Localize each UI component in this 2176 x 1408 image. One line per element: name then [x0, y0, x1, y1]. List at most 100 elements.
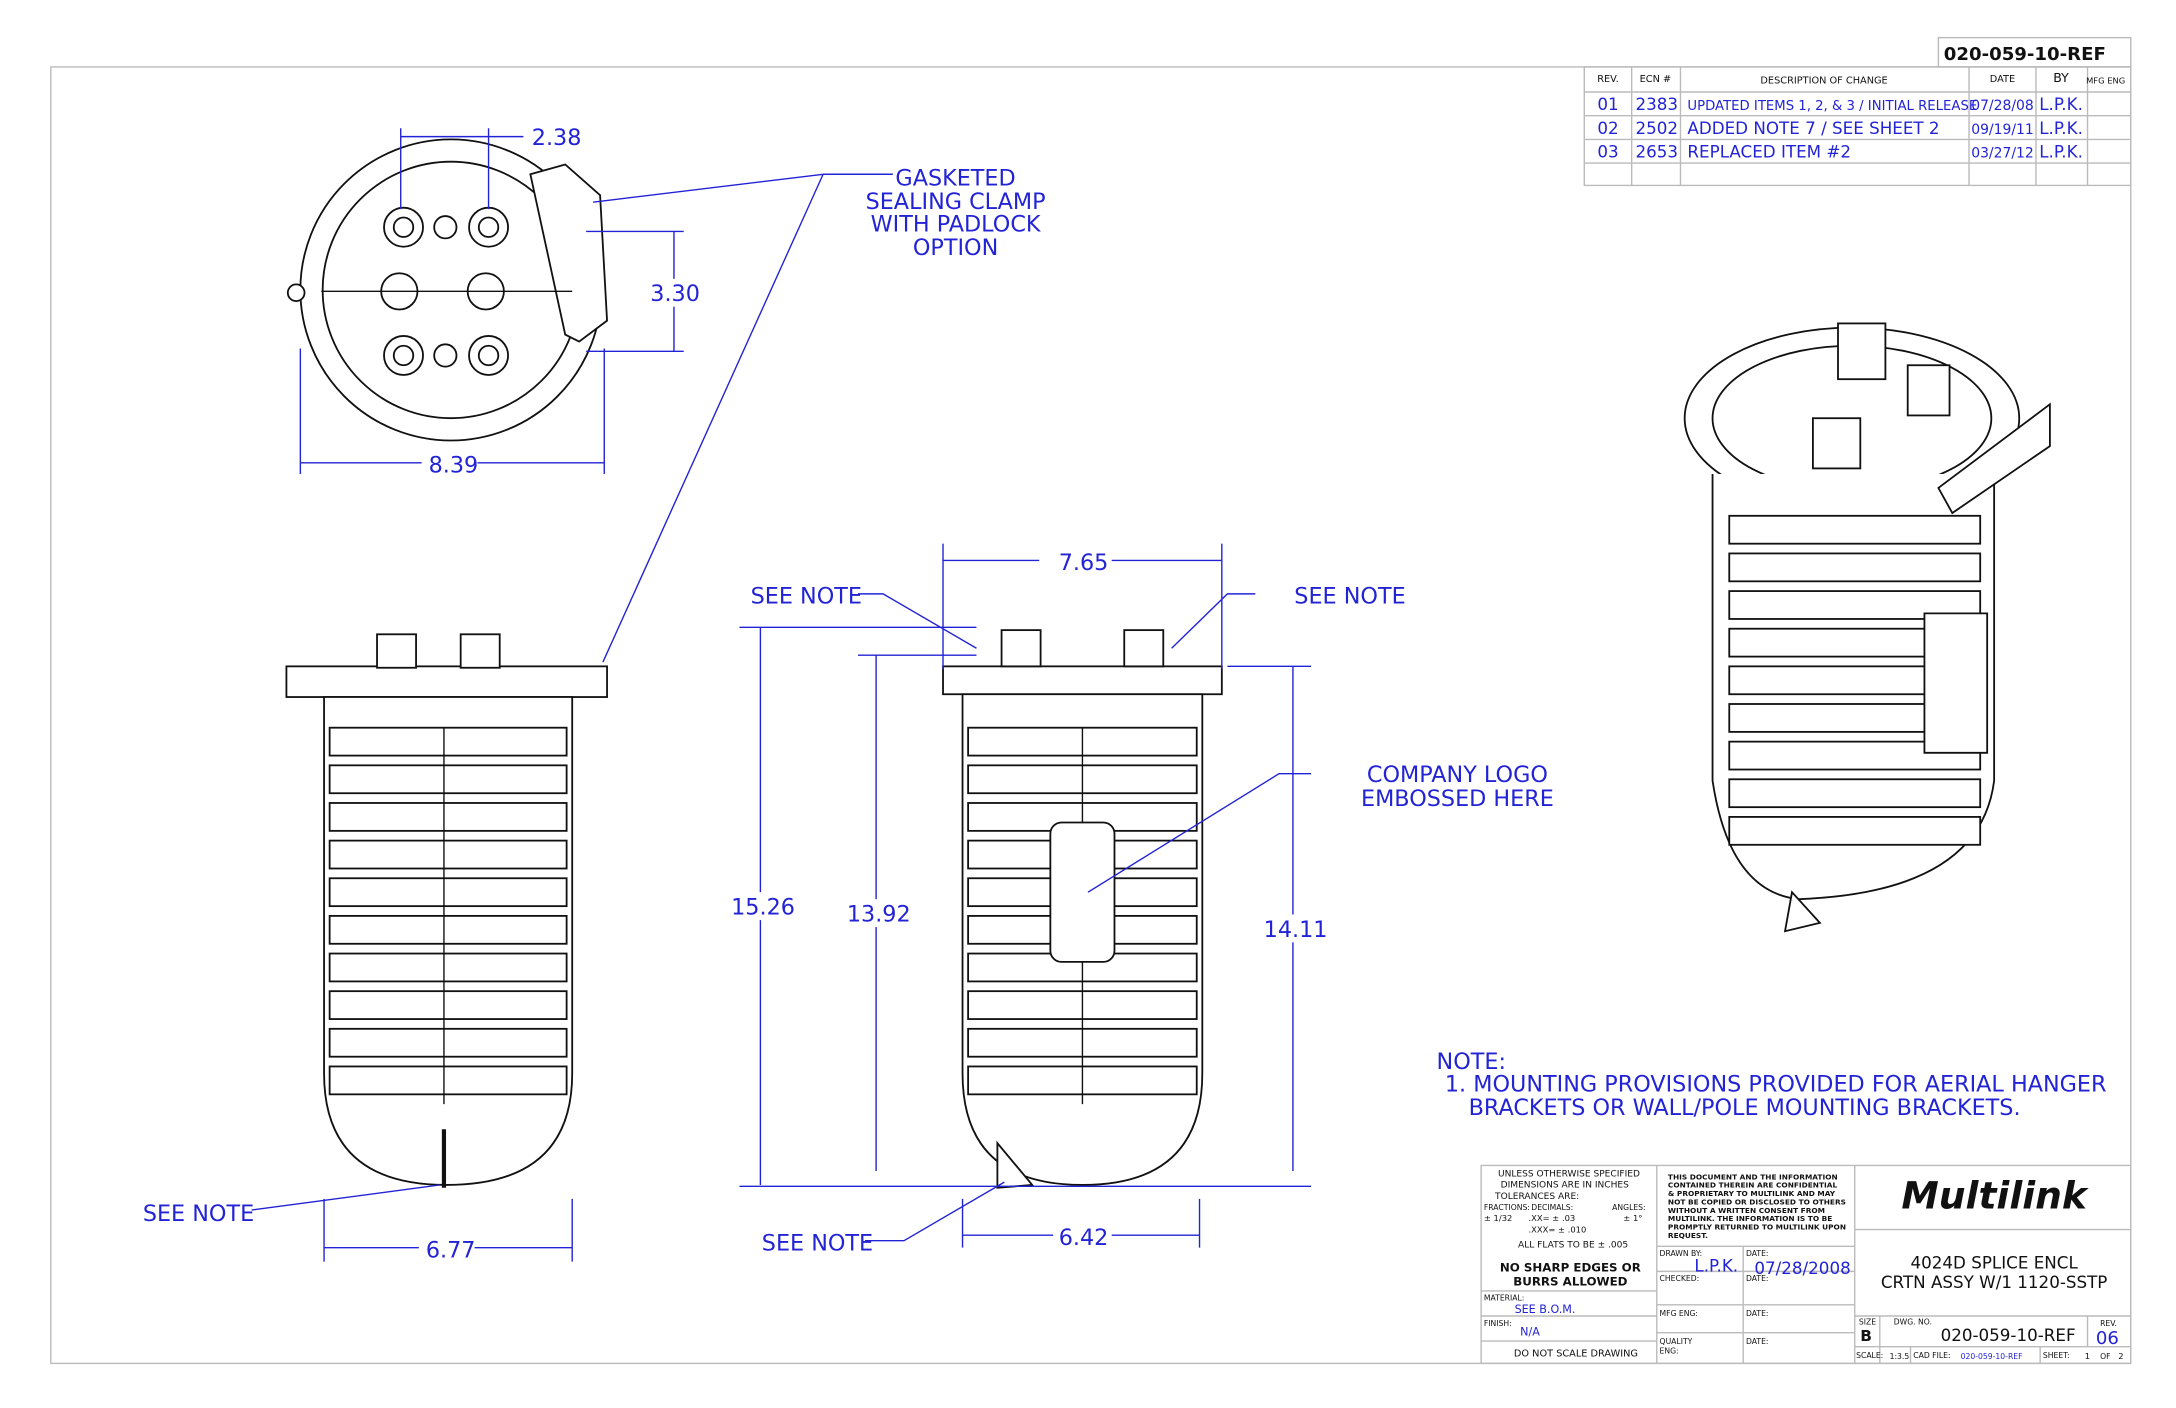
quality-label: ENG: [1660, 1347, 1679, 1356]
fractions-value: ± 1/32 [1484, 1213, 1512, 1223]
note-line: BRACKETS OR WALL/POLE MOUNTING BRACKETS. [1469, 1095, 2021, 1121]
cage-rib [328, 764, 568, 795]
side-view [285, 633, 608, 1188]
date-label: DATE: [1746, 1249, 1769, 1258]
ecn-cell: 2653 [1635, 142, 1678, 162]
front-view [942, 629, 1223, 1189]
note-line: 1. MOUNTING PROVISIONS PROVIDED FOR AERI… [1445, 1072, 2107, 1098]
dim-2-38: 2.38 [532, 125, 582, 151]
dim-13-92: 13.92 [847, 901, 911, 927]
checked-label: CHECKED: [1660, 1274, 1700, 1283]
confidential-line: & PROPRIETARY TO MULTILINK AND MAY [1668, 1189, 1836, 1198]
dim-8-39: 8.39 [429, 453, 479, 479]
sharp-edges-text: BURRS ALLOWED [1513, 1274, 1627, 1288]
top-view-dimensions: 2.38 3.30 8.39 [299, 125, 701, 479]
dim-6-42: 6.42 [1059, 1225, 1109, 1251]
date-header: DATE [1990, 74, 2015, 85]
revision-row: 02 2502 ADDED NOTE 7 / SEE SHEET 2 09/19… [1597, 118, 2083, 138]
date-cell: 03/27/12 [1971, 146, 2034, 162]
cad-file-label: CAD FILE: [1913, 1351, 1950, 1360]
sharp-edges-text: NO SHARP EDGES OR [1500, 1260, 1641, 1274]
logo-callout: EMBOSSED HERE [1361, 786, 1554, 812]
cage-rib [328, 726, 568, 757]
cage-rib [328, 1065, 568, 1096]
tolerance-text: UNLESS OTHERWISE SPECIFIED [1498, 1170, 1640, 1180]
material-value: SEE B.O.M. [1515, 1303, 1576, 1316]
isometric-view [1683, 322, 2051, 933]
see-note-label: SEE NOTE [1294, 584, 1405, 610]
cad-file-value: 020-059-10-REF [1961, 1352, 2023, 1361]
logo-callout: COMPANY LOGO [1367, 762, 1548, 788]
by-header: BY [2053, 70, 2069, 85]
finish-label: FINISH: [1484, 1319, 1512, 1328]
rev-header: REV. [1597, 74, 1618, 85]
description-cell: UPDATED ITEMS 1, 2, & 3 / INITIAL RELEAS… [1687, 99, 1977, 114]
angles-label: ANGLES: [1612, 1203, 1645, 1212]
dim-6-77: 6.77 [426, 1237, 476, 1263]
drawn-date: 07/28/2008 [1754, 1258, 1850, 1278]
rev-cell: 02 [1597, 118, 1618, 138]
decimals-xx: .XX= ± .03 [1529, 1213, 1576, 1223]
do-not-scale: DO NOT SCALE DRAWING [1514, 1348, 1638, 1359]
date-label: DATE: [1746, 1309, 1769, 1318]
cage-rib [328, 952, 568, 983]
see-note-label: SEE NOTE [762, 1230, 873, 1256]
cage-rib [1728, 552, 1982, 583]
drawn-by-label: DRAWN BY: [1660, 1249, 1703, 1258]
revision-row: 01 2383 UPDATED ITEMS 1, 2, & 3 / INITIA… [1597, 94, 2083, 114]
sheet-number: 1 [2085, 1351, 2090, 1361]
sheet-label: SHEET: [2043, 1351, 2070, 1360]
drawing-number: 020-059-10-REF [1944, 44, 2106, 65]
flats-text: ALL FLATS TO BE ± .005 [1518, 1241, 1628, 1251]
ecn-cell: 2502 [1635, 118, 1678, 138]
ecn-header: ECN # [1640, 74, 1672, 85]
angles-value: ± 1° [1623, 1213, 1642, 1223]
rev-cell: 03 [1597, 142, 1618, 162]
scale-label: SCALE: [1856, 1351, 1883, 1360]
size-label: SIZE [1859, 1317, 1876, 1326]
confidential-line: WITHOUT A WRITTEN CONSENT FROM [1668, 1206, 1825, 1215]
confidential-line: CONTAINED THEREIN ARE CONFIDENTIAL [1668, 1181, 1838, 1190]
date-label: DATE: [1746, 1337, 1769, 1346]
decimals-label: DECIMALS: [1531, 1203, 1573, 1212]
top-view [286, 138, 608, 442]
rev-cell: 01 [1597, 94, 1618, 114]
drawing-title: 4024D SPLICE ENCL [1910, 1253, 2078, 1273]
cage-rib [1728, 514, 1982, 545]
cage-rib [328, 839, 568, 870]
tolerance-text: DIMENSIONS ARE IN INCHES [1501, 1181, 1629, 1191]
see-note-label: SEE NOTE [751, 584, 862, 610]
general-note: NOTE: 1. MOUNTING PROVISIONS PROVIDED FO… [1437, 1049, 2107, 1121]
tolerance-text: TOLERANCES ARE: [1494, 1192, 1579, 1202]
callout-line: SEALING CLAMP [866, 189, 1046, 215]
description-cell: REPLACED ITEM #2 [1687, 142, 1851, 162]
confidential-line: THIS DOCUMENT AND THE INFORMATION [1668, 1172, 1838, 1181]
gasketed-callout: GASKETED SEALING CLAMP WITH PADLOCK OPTI… [593, 165, 1046, 663]
dim-3-30: 3.30 [650, 281, 700, 307]
mfg-eng-header: MFG ENG [2086, 76, 2125, 86]
dim-7-65: 7.65 [1059, 550, 1109, 576]
date-cell: 09/19/11 [1971, 122, 2034, 138]
sheet-total: 2 [2118, 1351, 2123, 1361]
of-label: OF [2100, 1352, 2110, 1361]
side-view-dimensions: 6.77 SEE NOTE [143, 1184, 573, 1263]
by-cell: L.P.K. [2039, 94, 2083, 114]
note-title: NOTE: [1437, 1049, 1506, 1075]
dim-14-11: 14.11 [1264, 917, 1328, 943]
dim-15-26: 15.26 [731, 895, 795, 921]
decimals-xxx: .XXX= ± .010 [1529, 1224, 1587, 1234]
callout-line: OPTION [913, 235, 998, 261]
cage-rib [328, 990, 568, 1020]
drawing-title: CRTN ASSY W/1 1120-SSTP [1881, 1272, 2108, 1292]
description-cell: ADDED NOTE 7 / SEE SHEET 2 [1687, 118, 1939, 138]
confidential-line: PROMPTLY RETURNED TO MULTILINK UPON [1668, 1223, 1846, 1232]
confidential-line: NOT BE COPIED OR DISCLOSED TO OTHERS [1668, 1197, 1846, 1206]
rev-value: 06 [2096, 1328, 2119, 1349]
cage-rib [328, 802, 568, 832]
revision-table: REV. ECN # DESCRIPTION OF CHANGE DATE BY… [1583, 66, 2132, 187]
rev-label: REV. [2100, 1319, 2117, 1328]
company-logo: Multilink [1901, 1174, 2089, 1218]
dwg-no-label: DWG. NO. [1894, 1317, 1932, 1326]
fractions-label: FRACTIONS: [1484, 1203, 1530, 1212]
